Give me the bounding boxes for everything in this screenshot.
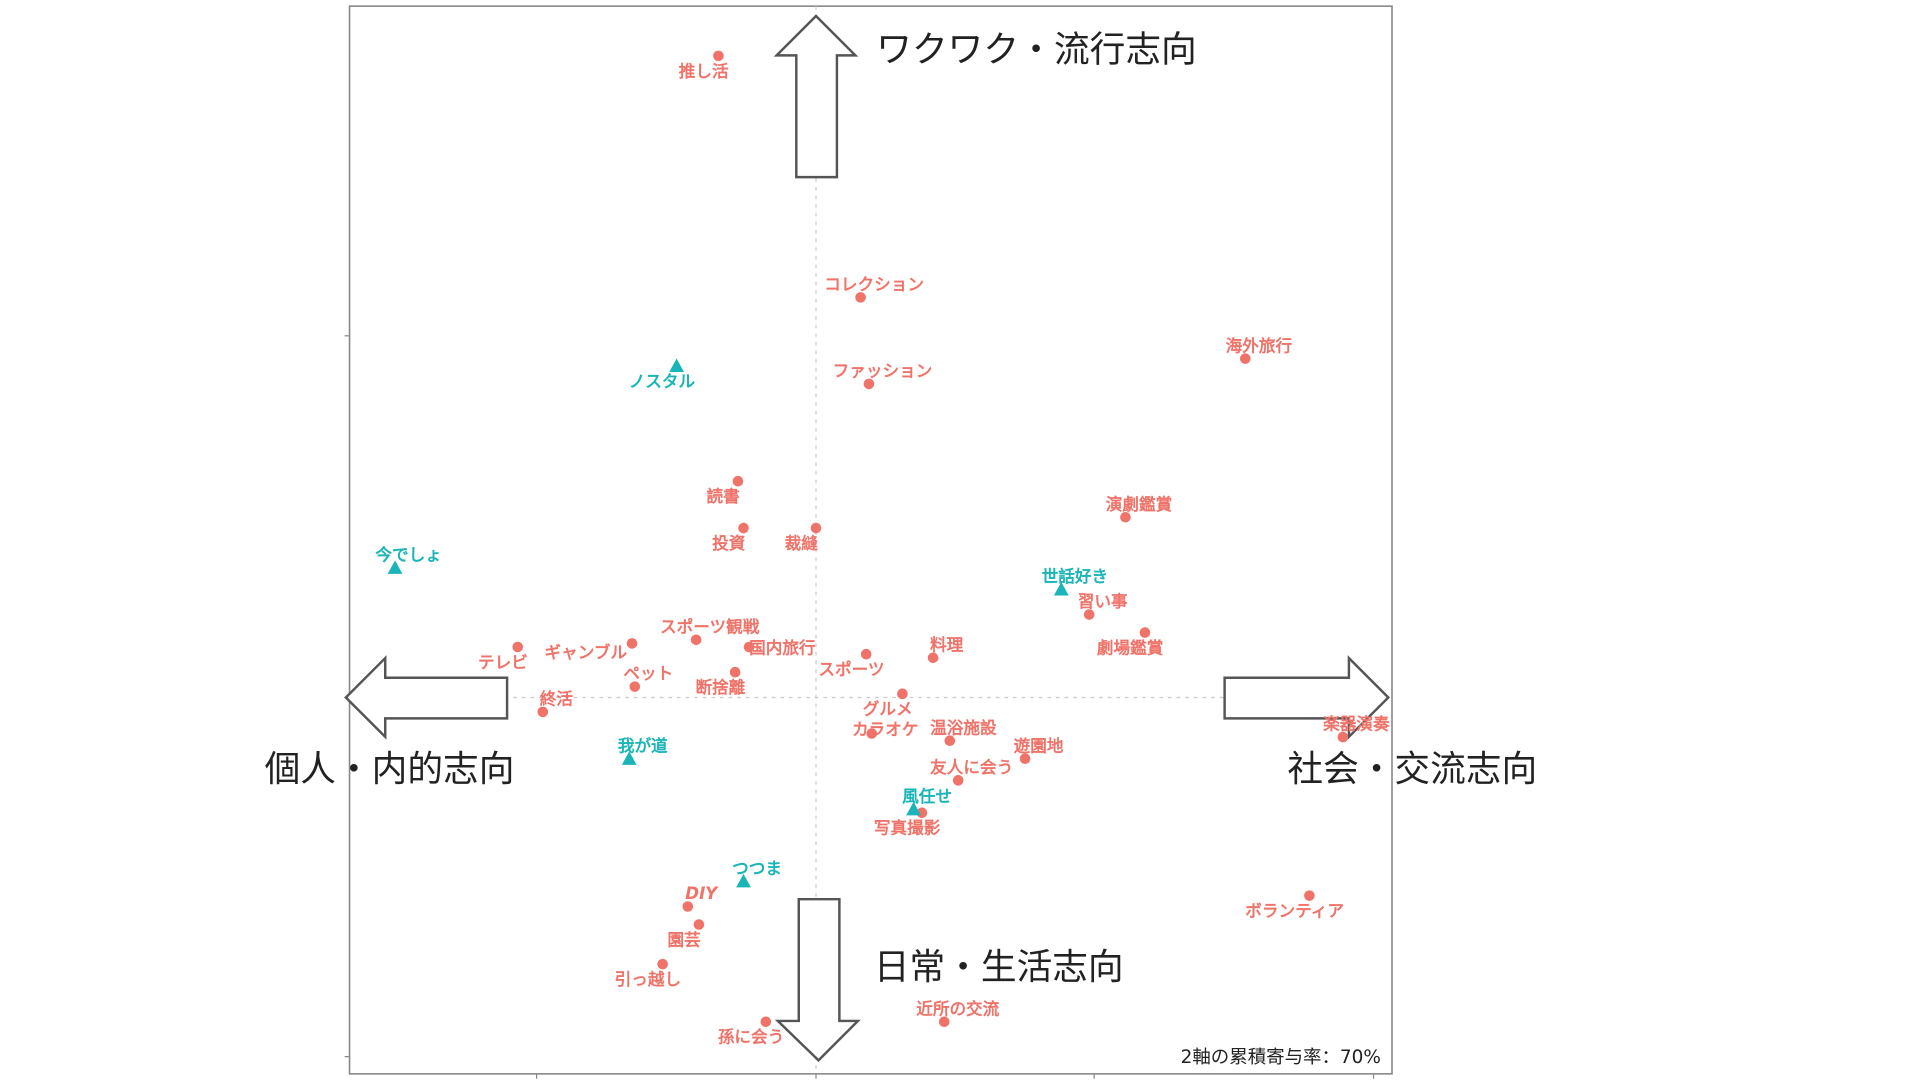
type-marker xyxy=(387,560,403,574)
point-label: 友人に会う xyxy=(930,757,1013,777)
activity-marker xyxy=(938,1016,950,1028)
point-label: 読書 xyxy=(707,486,741,506)
activity-marker xyxy=(944,735,956,746)
point-label: 我が道 xyxy=(618,735,668,755)
activity-marker xyxy=(732,475,744,487)
point-label: 劇場鑑賞 xyxy=(1097,637,1164,657)
point-label: 今でしょ xyxy=(375,544,441,564)
activity-marker xyxy=(629,681,641,692)
activity-marker xyxy=(738,522,749,534)
point-label: コレクション xyxy=(824,275,924,294)
axis-label-top: ワクワク・流行志向 xyxy=(876,30,1196,71)
activity-marker xyxy=(1337,731,1349,743)
point-label: 写真撮影 xyxy=(874,818,941,838)
activity-marker xyxy=(512,641,524,653)
point-label: カラオケ xyxy=(852,720,918,739)
activity-marker xyxy=(810,522,822,534)
point-label: 海外旅行 xyxy=(1226,335,1293,355)
point-label: つつま xyxy=(732,859,782,878)
activity-marker xyxy=(713,50,724,62)
activity-marker xyxy=(1139,627,1151,638)
activity-marker xyxy=(863,378,875,390)
point-label: 国内旅行 xyxy=(749,638,816,658)
point-label: 世話好き xyxy=(1042,566,1108,586)
point-label: 料理 xyxy=(930,634,964,654)
arrow-left-icon xyxy=(344,655,509,740)
point-label: 断捨離 xyxy=(695,677,745,697)
activity-marker xyxy=(690,634,702,646)
activity-marker xyxy=(743,641,755,653)
activity-marker xyxy=(866,728,878,739)
activity-marker xyxy=(657,958,668,970)
point-label: テレビ xyxy=(478,653,528,672)
type-marker xyxy=(669,358,684,373)
points-layer: 推し活コレクションファッション海外旅行読書投資裁縫演劇鑑賞習い事劇場鑑賞料理スポ… xyxy=(375,50,1390,1047)
arrow-right-icon xyxy=(1223,655,1391,740)
point-label: スポーツ xyxy=(818,659,884,679)
point-label: 孫に会う xyxy=(718,1027,784,1047)
point-label: 投資 xyxy=(712,533,746,553)
point-label: 楽器演奏 xyxy=(1323,714,1390,734)
point-label: ギャンブル xyxy=(545,642,628,662)
activity-marker xyxy=(729,666,741,678)
type-marker xyxy=(906,801,921,816)
type-marker xyxy=(736,873,751,888)
activity-marker xyxy=(693,919,705,930)
point-label: スポーツ観戦 xyxy=(660,616,760,636)
point-label: ボランティア xyxy=(1245,902,1344,921)
plot-frame xyxy=(348,5,1393,1075)
arrow-up-icon xyxy=(773,14,859,179)
point-label: 遊園地 xyxy=(1014,735,1064,755)
activity-marker xyxy=(682,901,694,912)
direction-arrows xyxy=(344,14,1391,1063)
point-label: 演劇鑑賞 xyxy=(1106,494,1173,514)
activity-marker xyxy=(1304,890,1315,901)
cumulative-contribution-note: 2軸の累積寄与率：70% xyxy=(1181,1047,1381,1068)
point-label: 温浴施設 xyxy=(930,717,997,737)
type-marker xyxy=(1053,581,1069,596)
activity-marker xyxy=(626,638,638,649)
type-marker xyxy=(621,751,637,765)
activity-marker xyxy=(855,292,866,303)
activity-marker xyxy=(760,1016,772,1028)
activity-marker xyxy=(916,807,928,819)
activity-marker xyxy=(1120,511,1131,523)
point-label: ノスタル xyxy=(629,372,696,391)
point-label: グルメ xyxy=(863,699,913,719)
point-label: ペット xyxy=(623,664,673,683)
activity-marker xyxy=(1019,753,1031,765)
axis-label-left: 個人・内的志向 xyxy=(265,749,515,790)
activity-marker xyxy=(537,706,549,718)
point-label: 習い事 xyxy=(1078,592,1128,611)
point-label: ファッション xyxy=(833,362,933,381)
point-label: DIY xyxy=(685,884,719,903)
activity-marker xyxy=(927,652,939,664)
point-label: 裁縫 xyxy=(785,533,819,553)
activity-marker xyxy=(897,688,908,700)
axis-label-right: 社会・交流志向 xyxy=(1287,749,1537,790)
axis-label-bottom: 日常・生活志向 xyxy=(874,947,1124,988)
point-label: 引っ越し xyxy=(615,969,681,989)
axis-ticks xyxy=(344,335,1375,1079)
activity-marker xyxy=(1240,353,1251,364)
activity-marker xyxy=(1083,609,1095,620)
point-label: 近所の交流 xyxy=(916,998,999,1018)
activity-marker xyxy=(952,775,964,786)
point-label: 園芸 xyxy=(668,929,701,949)
arrow-down-icon xyxy=(774,897,861,1063)
point-label: 推し活 xyxy=(679,61,729,81)
activity-marker xyxy=(860,648,872,660)
point-label: 風任せ xyxy=(902,786,952,806)
point-label: 終活 xyxy=(540,688,574,708)
